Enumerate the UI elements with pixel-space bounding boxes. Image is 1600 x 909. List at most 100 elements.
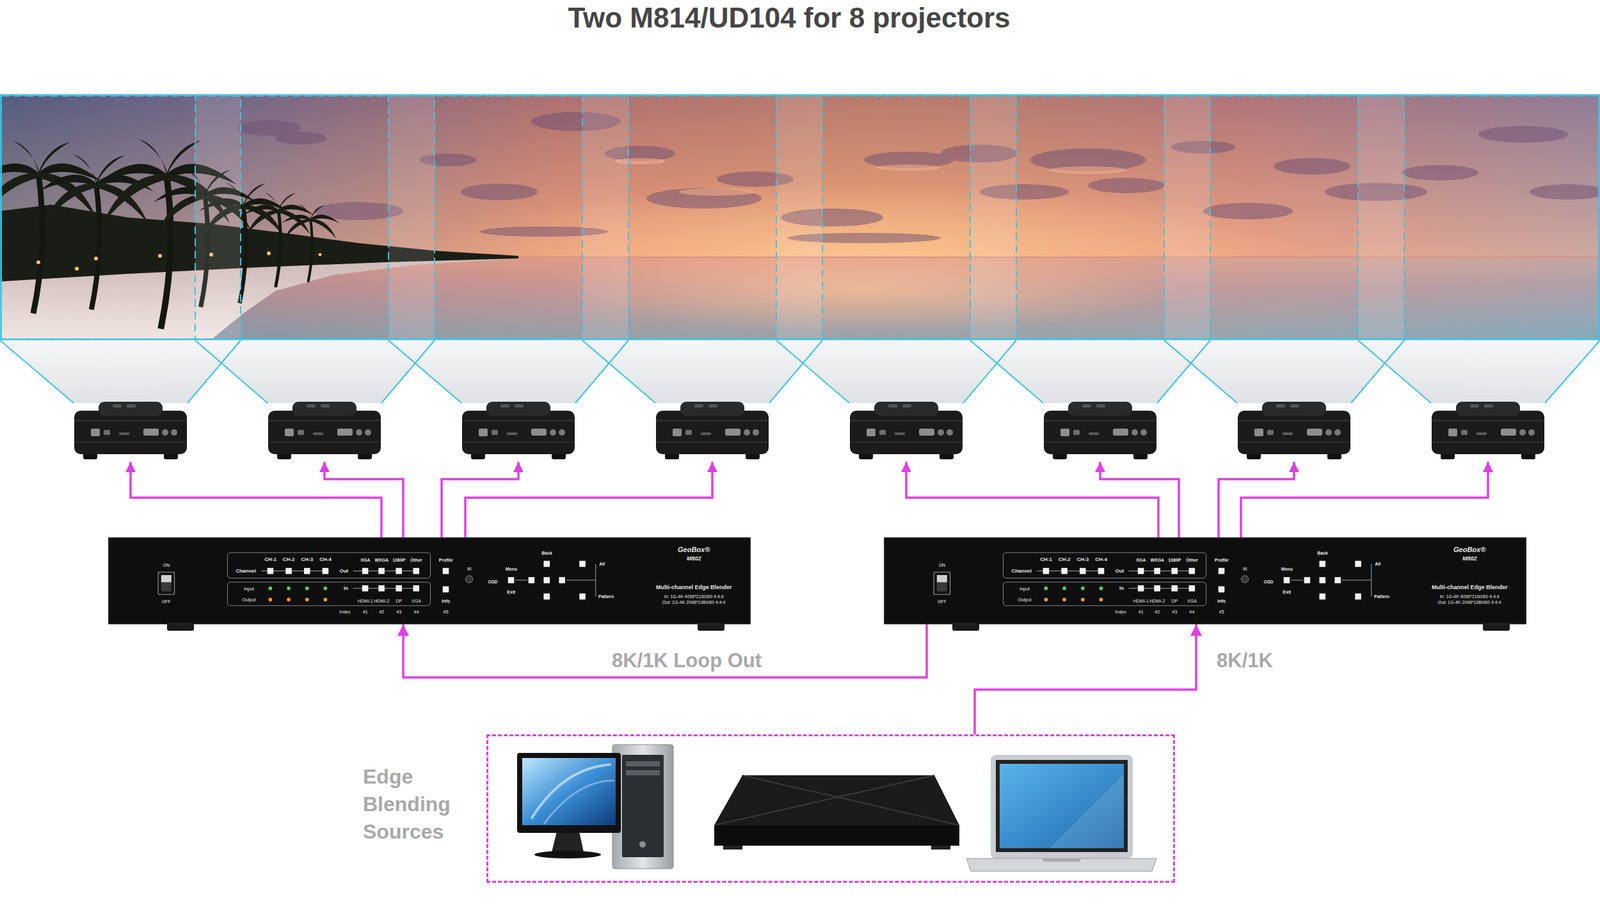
panel-controls <box>884 538 1526 624</box>
panel-label: CH-2 <box>1058 557 1071 563</box>
panel-label: Pattern <box>1374 594 1390 600</box>
panel-label: Channel <box>1011 568 1032 575</box>
projection-beams <box>0 340 74 404</box>
panorama-image <box>1 95 1600 340</box>
panel-controls <box>543 577 550 584</box>
panel-label: Out <box>339 568 349 575</box>
panel-controls <box>1044 586 1049 591</box>
panorama-image <box>1 96 241 340</box>
projection-beams <box>963 340 1017 404</box>
projection-beams <box>0 340 241 404</box>
panel-controls <box>227 552 431 579</box>
panorama-image <box>195 96 435 340</box>
source-devices <box>995 760 1128 853</box>
panel-label: Multi-channel Edge Blender <box>1431 584 1508 591</box>
projector-icon <box>849 401 963 460</box>
panel-controls <box>1062 586 1067 591</box>
panel-label: All <box>1374 561 1381 567</box>
source-devices <box>534 851 601 859</box>
panel-label: Output <box>242 597 256 603</box>
panel-controls <box>1044 586 1104 591</box>
panel-controls <box>413 585 420 592</box>
panorama-image <box>678 188 756 196</box>
panel-controls <box>261 563 596 597</box>
panel-controls <box>1002 552 1206 579</box>
source-devices <box>522 758 616 826</box>
panorama-image <box>582 96 823 340</box>
panorama-image <box>388 96 629 340</box>
panel-label: OFF <box>937 599 947 605</box>
panorama-image <box>1358 96 1599 340</box>
source-devices <box>999 764 1124 849</box>
panel-label: GeoBox® <box>1453 546 1486 554</box>
panel-label: Pattern <box>598 594 614 600</box>
panel-label: #4 <box>1189 609 1195 615</box>
panel-controls <box>395 585 402 592</box>
edge-blender-unit: GeoBox®M802Multi-channel Edge BlenderIn:… <box>108 537 751 625</box>
panorama-image <box>281 204 340 283</box>
panorama-image <box>158 254 162 258</box>
panel-controls <box>1334 577 1341 584</box>
panel-label: VGA <box>411 598 422 603</box>
panel-controls <box>579 593 586 601</box>
panel-label: #2 <box>378 609 384 615</box>
projection-beams <box>769 340 823 404</box>
panel-label: OSD <box>1263 579 1273 584</box>
panel-controls <box>465 576 473 584</box>
panel-controls <box>305 586 310 591</box>
panel-label: Other <box>1185 558 1199 563</box>
panel-label: Menu <box>505 567 518 572</box>
projector-icon <box>1043 401 1157 460</box>
projection-beams <box>1351 340 1405 404</box>
panel-label: DP <box>396 598 403 603</box>
panel-controls <box>1098 568 1105 575</box>
panel-label: #2 <box>1154 609 1160 615</box>
panel-controls <box>595 563 596 597</box>
output-wire <box>441 462 519 538</box>
source-devices <box>723 846 743 850</box>
panel-controls <box>1319 577 1326 584</box>
source-devices <box>622 755 664 858</box>
panel-label: DP <box>1171 598 1179 603</box>
panel-controls <box>579 561 586 568</box>
source-devices <box>714 825 960 847</box>
panel-controls <box>1099 586 1104 591</box>
source-devices <box>714 775 960 826</box>
projection-beams <box>0 340 1600 404</box>
source-devices <box>517 753 621 834</box>
panel-label: Input <box>243 586 255 591</box>
panel-controls <box>936 575 948 583</box>
panel-controls <box>108 538 751 624</box>
projector-icon <box>268 401 381 460</box>
panel-controls <box>543 561 550 568</box>
panorama-image <box>195 94 241 340</box>
panorama-image <box>1273 158 1351 175</box>
panel-controls <box>1099 597 1104 602</box>
group-heading: Edge Blending Sources <box>362 763 475 847</box>
panel-controls <box>227 582 431 607</box>
panel-controls <box>1342 579 1372 581</box>
projection-beams <box>575 340 629 404</box>
panel-label: Profile <box>439 558 454 563</box>
source-devices <box>990 755 1133 859</box>
projector-icon <box>462 401 575 460</box>
panel-label: Exit <box>1282 589 1291 594</box>
panorama-image <box>1 96 1599 340</box>
panel-label: Index <box>339 609 351 615</box>
panel-label: #4 <box>414 609 420 615</box>
output-wire <box>130 462 382 538</box>
source-devices <box>544 780 615 825</box>
panel-label: ON <box>163 563 171 568</box>
panel-label: Channel <box>235 568 256 575</box>
panel-controls <box>267 568 274 575</box>
panel-controls <box>268 597 328 602</box>
panorama-image <box>0 94 1600 340</box>
panel-label: CH-3 <box>1077 557 1090 563</box>
panel-controls <box>1080 597 1085 602</box>
panel-label: HDMI-1 <box>1133 598 1149 603</box>
panel-controls <box>378 568 385 575</box>
panel-controls <box>1370 563 1372 597</box>
panel-controls <box>1171 568 1178 575</box>
connector-label: 8K/1K Loop Out <box>609 650 765 671</box>
